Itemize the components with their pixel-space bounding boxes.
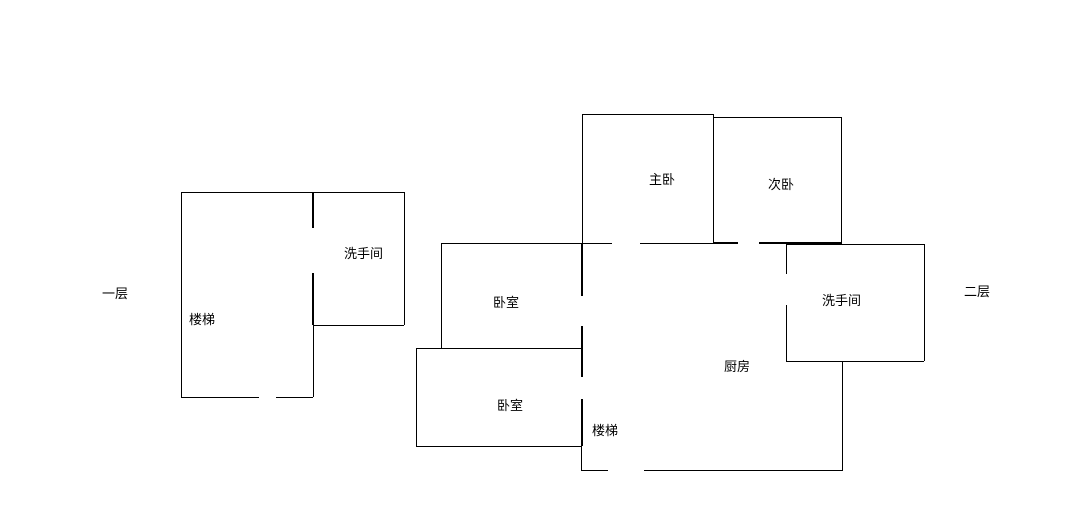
room-label-kitchen: 厨房 xyxy=(724,359,750,375)
room-label-bedroom-upper: 卧室 xyxy=(493,295,519,311)
first-floor-plan xyxy=(181,192,405,398)
room-label-master-bedroom: 主卧 xyxy=(649,173,675,188)
room-label-second-stairs: 楼梯 xyxy=(592,424,618,439)
room-label-first-stairs: 楼梯 xyxy=(189,313,215,328)
room-label-second-bedroom: 次卧 xyxy=(768,177,794,193)
first-floor-label: 一层 xyxy=(102,287,128,302)
second-floor-label: 二层 xyxy=(964,285,990,300)
room-label-second-bathroom: 洗手间 xyxy=(822,294,861,309)
room-label-first-bathroom: 洗手间 xyxy=(344,247,383,262)
room-label-bedroom-lower: 卧室 xyxy=(497,398,523,414)
second-floor-plan xyxy=(416,114,925,471)
